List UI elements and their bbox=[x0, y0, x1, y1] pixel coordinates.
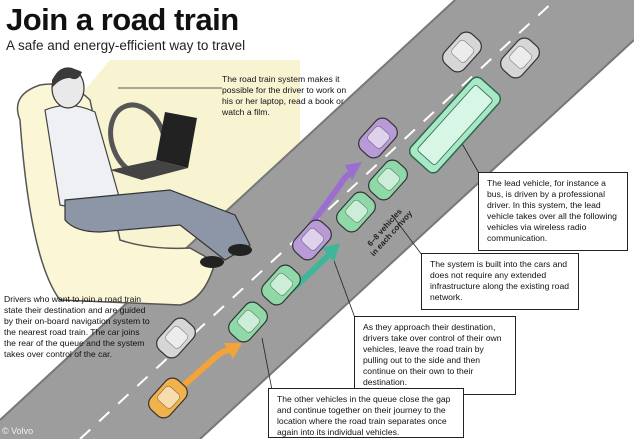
callout-lead-vehicle: The lead vehicle, for instance a bus, is… bbox=[478, 172, 628, 251]
pointer-close bbox=[261, 337, 273, 391]
watermark: © Volvo bbox=[2, 426, 34, 436]
driver-shoe-2 bbox=[200, 256, 224, 268]
car-orange-joining bbox=[148, 377, 188, 419]
arrow-join-orange-head bbox=[224, 343, 242, 359]
arrow-close-teal-head bbox=[322, 243, 340, 262]
callout-close-gap: The other vehicles in the queue close th… bbox=[268, 388, 464, 438]
callout-leave: As they approach their destination, driv… bbox=[354, 316, 516, 395]
car-green-4 bbox=[228, 301, 268, 343]
driver-shoe-1 bbox=[228, 244, 252, 256]
page-subtitle: A safe and energy-efficient way to trave… bbox=[6, 38, 246, 53]
car-purple-2 bbox=[292, 219, 332, 261]
callout-built-in: The system is built into the cars and do… bbox=[421, 253, 579, 310]
car-green-3 bbox=[261, 264, 301, 306]
car-green-2 bbox=[336, 191, 376, 233]
pointer-builtin bbox=[391, 214, 423, 256]
driver-hair bbox=[52, 68, 82, 88]
road-edge-left bbox=[0, 0, 456, 421]
arrow-leave-purple-head bbox=[345, 162, 362, 180]
laptop-base bbox=[110, 160, 188, 180]
laptop-screen bbox=[156, 112, 197, 168]
car-grey-bottom bbox=[156, 317, 196, 359]
pointer-lead bbox=[459, 139, 481, 176]
car-purple-leaving bbox=[358, 117, 398, 159]
lead-bus bbox=[408, 76, 502, 174]
road-edge-right bbox=[199, 39, 634, 439]
car-grey-top-right bbox=[500, 37, 540, 79]
driver-legs bbox=[64, 189, 251, 261]
page-title: Join a road train bbox=[6, 2, 239, 37]
car-green-1 bbox=[368, 159, 408, 201]
car-grey-top-left bbox=[442, 31, 482, 73]
callout-join: Drivers who want to join a road train st… bbox=[4, 294, 150, 359]
callout-driver-work: The road train system makes it possible … bbox=[222, 74, 347, 117]
